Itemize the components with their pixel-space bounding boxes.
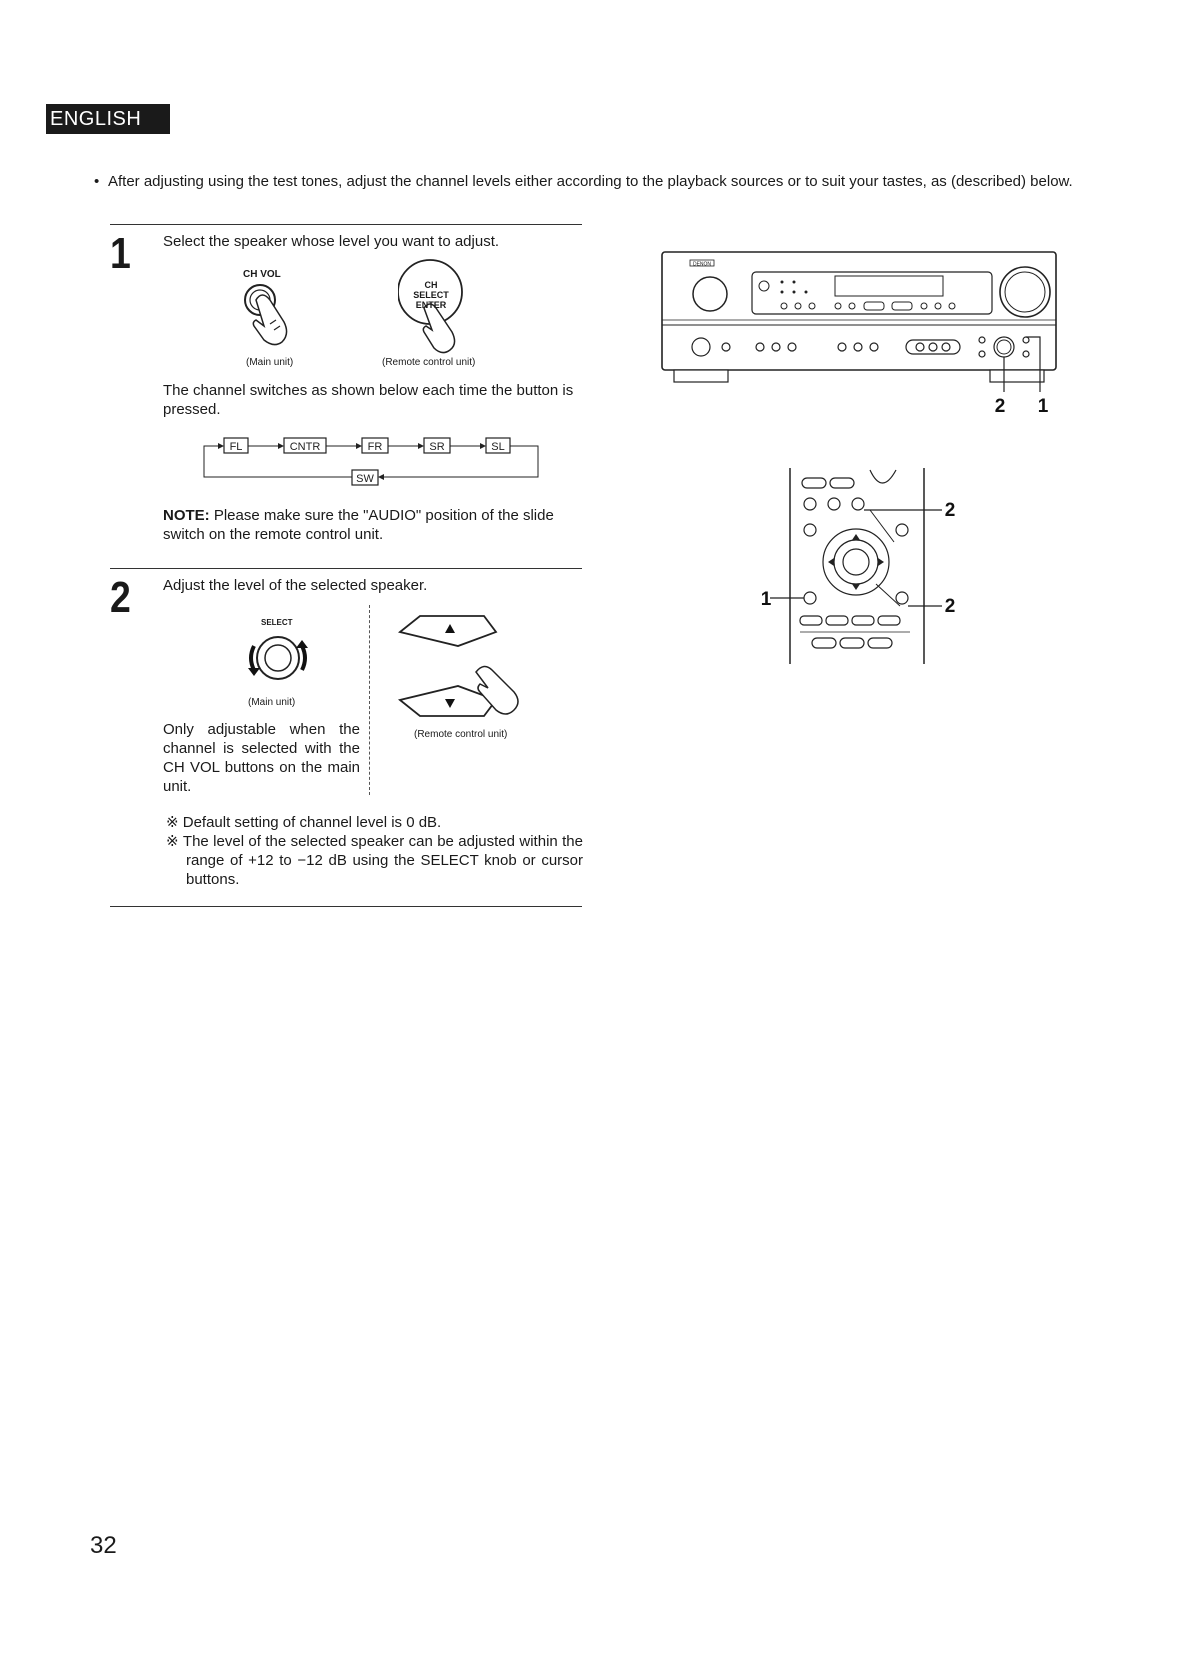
ch-select-label-2: ENTER [415,300,447,310]
cursor-buttons-illustration [398,615,519,717]
step2-caption-remote: (Remote control unit) [414,729,508,740]
channel-fl: FL [230,441,243,453]
step2-number: 2 [110,573,131,622]
step1-top-rule [110,224,582,225]
step2-footnote-1: ※ Default setting of channel level is 0 … [166,814,442,831]
power-knob [692,276,728,312]
volume-knob [999,266,1051,318]
step2-caption-main: (Main unit) [248,697,296,708]
intro-paragraph: • After adjusting using the test tones, … [94,172,1098,191]
ch-vol-label: CH VOL [243,269,281,280]
step2-top-rule [110,568,582,569]
remote-callout-2-bottom: 2 [945,596,956,617]
receiver-callout-2: 2 [995,396,1006,417]
step1-note: NOTE: Please make sure the "AUDIO" posit… [163,506,583,544]
channel-cntr: CNTR [290,441,321,453]
receiver-callout-1: 1 [1038,396,1049,417]
bullet-icon: • [94,173,100,190]
bottom-rule [110,906,582,907]
step1-caption-main: (Main unit) [246,357,294,368]
brand-badge [689,259,715,267]
brand-label: DENON [693,262,711,268]
channel-sw: SW [356,473,374,485]
ch-vol-icon [244,284,288,346]
remote-callout-2-top: 2 [945,500,956,521]
remote-illustration: 2 1 2 [761,468,956,664]
ch-select-icon [398,259,463,354]
note-label: NOTE: [163,507,210,524]
display-window [834,275,944,297]
language-tab: ENGLISH [46,104,170,134]
select-knob-icon [248,636,308,680]
page-number: 32 [90,1532,117,1559]
ch-select-label-1: CH SELECT [413,280,449,300]
channel-cycle-diagram: FL CNTR FR SR SL SW [203,437,539,486]
step2-footnote-2: ※ The level of the selected speaker can … [166,833,583,888]
intro-text: After adjusting using the test tones, ad… [108,173,1073,190]
remote-callout-1: 1 [761,589,772,610]
note-text: Please make sure the "AUDIO" position of… [163,507,554,543]
step1-instruction: Select the speaker whose level you want … [163,233,500,250]
receiver-illustration: DENON 2 1 [661,251,1057,417]
step1-caption-remote: (Remote control unit) [382,357,476,368]
channel-sr: SR [429,441,444,453]
hand-icon [475,665,519,715]
cursor-down-icon [445,699,455,708]
select-knob-label: SELECT [261,618,293,627]
step1-number: 1 [110,229,131,278]
step2-dashed-divider [369,605,370,795]
step2-only-text: Only adjustable when the channel is sele… [163,721,360,795]
channel-sl: SL [491,441,504,453]
step2-instruction: Adjust the level of the selected speaker… [163,577,428,594]
channel-fr: FR [368,441,383,453]
step1-switch-text: The channel switches as shown below each… [163,382,574,418]
cursor-up-icon [445,624,455,633]
ch-vol-button-illustration: CH VOL [240,266,330,356]
select-knob-illustration: SELECT [240,618,320,694]
ch-select-button-illustration: CH SELECT ENTER [398,258,488,354]
